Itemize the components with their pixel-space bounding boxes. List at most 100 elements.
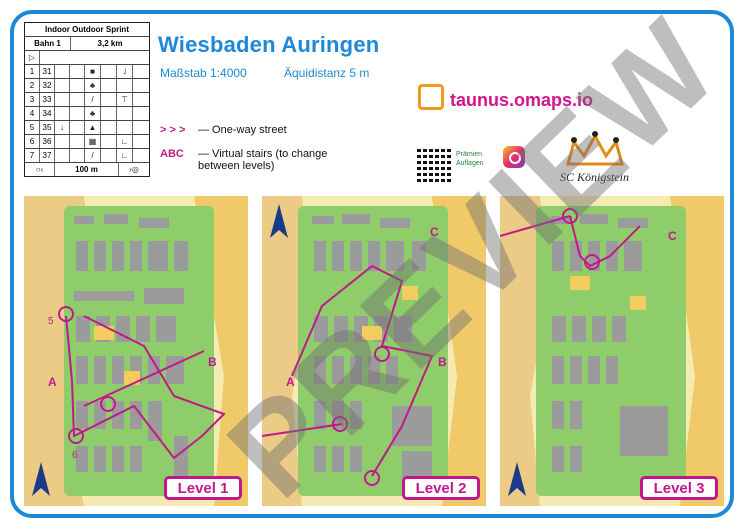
tree-icon: ♣ [85, 107, 101, 120]
control-row: 1 31 ■ ˩ [25, 65, 149, 79]
svg-text:B: B [208, 355, 217, 369]
blank-cell [70, 79, 85, 92]
stair-icon: ↓ [55, 121, 70, 134]
blank-cell [101, 93, 117, 106]
event-title: Wiesbaden Auringen [158, 32, 380, 57]
blank-cell [70, 65, 85, 78]
event-name: Indoor Outdoor Sprint [45, 25, 129, 34]
control-code: 32 [40, 79, 55, 92]
blank-cell [55, 135, 70, 148]
triangle-icon: ▲ [85, 121, 101, 134]
north-arrow-icon [508, 462, 526, 496]
blank-cell [133, 93, 149, 106]
control-row: 3 33 / ⊤ [25, 93, 149, 107]
map-level-2-graphic: A B C [262, 196, 486, 506]
blank-cell [55, 149, 70, 162]
control-code: 33 [40, 93, 55, 106]
instagram-icon[interactable] [503, 146, 525, 168]
course-row: Bahn 1 3,2 km [25, 37, 149, 51]
control-code: 37 [40, 149, 55, 162]
control-row: 7 37 / ∟ [25, 149, 149, 163]
blank-cell [55, 79, 70, 92]
contour-interval: Äquidistanz 5 m [284, 66, 370, 80]
finish-icon: ›◎ [129, 165, 139, 174]
control-number: 4 [25, 107, 40, 120]
qr-code-pattern [417, 146, 453, 182]
blank-cell [101, 121, 117, 134]
svg-text:5: 5 [48, 316, 54, 327]
course-name: Bahn 1 [25, 37, 71, 50]
svg-text:B: B [438, 355, 447, 369]
control-row: 6 36 ▦ ∟ [25, 135, 149, 149]
control-code: 34 [40, 107, 55, 120]
corner-icon: ∟ [117, 149, 133, 162]
blank-cell [55, 65, 70, 78]
map-scale: Maßstab 1:4000 [160, 66, 247, 80]
start-row-blank [40, 51, 149, 64]
control-code: 35 [40, 121, 55, 134]
omaps-site-link[interactable]: taunus.omaps.io [450, 90, 594, 110]
grid-icon: ▦ [85, 135, 101, 148]
crown-logo-icon [566, 131, 624, 166]
legend-stairs-text: — Virtual stairs (to change between leve… [198, 148, 328, 172]
finish-route-icon: ○‹ [25, 163, 55, 176]
blank-cell [117, 121, 133, 134]
map-level-1: A B 5 6 Level 1 [24, 196, 248, 506]
blank-cell [55, 93, 70, 106]
club-name: SC Königstein [560, 170, 630, 184]
blank-cell [133, 79, 149, 92]
svg-text:A: A [286, 375, 295, 389]
blank-cell [70, 149, 85, 162]
oneway-arrows-icon: > > > [160, 124, 186, 136]
blank-cell [133, 149, 149, 162]
control-number: 3 [25, 93, 40, 106]
finish-distance: 100 m [55, 163, 119, 176]
control-number: 6 [25, 135, 40, 148]
level-3-label[interactable]: Level 3 [640, 476, 718, 500]
control-number: 1 [25, 65, 40, 78]
legend-oneway: > > > — One-way street [160, 124, 348, 136]
map-level-3-graphic: C [500, 196, 724, 506]
blank-cell [133, 65, 149, 78]
course-length: 3,2 km [97, 39, 123, 48]
legend-stairs: ABC — Virtual stairs (to change between l… [160, 148, 348, 172]
map-level-2: A B C Level 2 [262, 196, 486, 506]
blank-cell [101, 65, 117, 78]
finish-row: ○‹ 100 m ›◎ [25, 163, 149, 176]
blank-cell [117, 79, 133, 92]
blank-cell [133, 135, 149, 148]
level-2-label[interactable]: Level 2 [402, 476, 480, 500]
virtual-stairs-icon: ABC [160, 148, 184, 160]
level-1-label[interactable]: Level 1 [164, 476, 242, 500]
tree-icon: ♣ [85, 79, 101, 92]
blank-cell [70, 121, 85, 134]
blank-cell [55, 107, 70, 120]
square-icon: ■ [85, 65, 101, 78]
blank-cell [101, 135, 117, 148]
blank-cell [101, 79, 117, 92]
omaps-logo-icon [418, 84, 444, 110]
slash-icon: / [85, 93, 101, 106]
svg-text:A: A [48, 375, 57, 389]
north-arrow-icon [32, 462, 50, 496]
control-row: 4 34 ♣ [25, 107, 149, 121]
control-code: 31 [40, 65, 55, 78]
blank-cell [117, 107, 133, 120]
north-arrow-icon [270, 204, 288, 238]
blank-cell [133, 107, 149, 120]
control-number: 7 [25, 149, 40, 162]
map-level-3: C Level 3 [500, 196, 724, 506]
corner-icon: ˩ [117, 65, 133, 78]
control-number: 5 [25, 121, 40, 134]
blank-cell [133, 121, 149, 134]
corner-icon: ∟ [117, 135, 133, 148]
legend-oneway-text: — One-way street [198, 124, 287, 136]
blank-cell [70, 107, 85, 120]
sponsor-logo: Prämien Auflagen [456, 151, 484, 167]
control-row: 2 32 ♣ [25, 79, 149, 93]
control-code: 36 [40, 135, 55, 148]
blank-cell [101, 107, 117, 120]
blank-cell [70, 135, 85, 148]
svg-text:6: 6 [72, 450, 78, 461]
start-triangle-icon: ▷ [25, 51, 40, 64]
